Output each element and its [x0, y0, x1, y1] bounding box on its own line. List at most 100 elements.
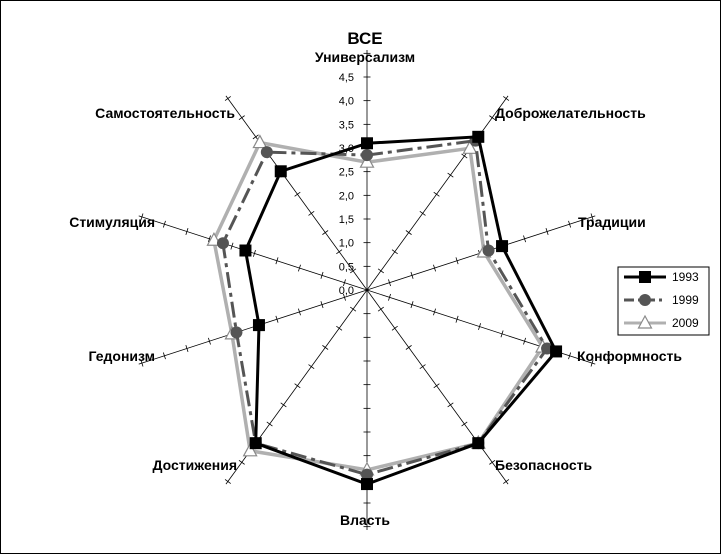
- data-point-1999-самостоятельность: [260, 146, 273, 159]
- data-point-2009-доброжелательность: [462, 140, 478, 154]
- axis-tick: [238, 459, 245, 465]
- axis-tick: [238, 115, 245, 121]
- category-label-0: Универсализм: [315, 49, 415, 65]
- category-label-2: Традиции: [578, 214, 646, 230]
- category-label-8: Стимуляция: [69, 214, 155, 230]
- axis-tick: [447, 172, 454, 178]
- axis-tick: [447, 402, 454, 408]
- axis-tick: [568, 220, 572, 228]
- tick-label: 1,5: [339, 214, 354, 226]
- axis-tick: [294, 191, 301, 197]
- axis-tick: [405, 345, 412, 350]
- axis-tick: [388, 279, 391, 287]
- data-point-1999-власть: [361, 468, 373, 481]
- axis-tick: [433, 191, 440, 197]
- axis-tick: [224, 479, 231, 484]
- axis-tick: [377, 306, 384, 312]
- axis-tick: [185, 228, 189, 235]
- chart-title: ВСЕ: [347, 29, 382, 48]
- axis-tick: [343, 293, 346, 301]
- axis-tick: [336, 325, 343, 331]
- axis-spoke-8: [138, 215, 368, 291]
- legend-marker-2009: [637, 314, 653, 329]
- axis-tick: [322, 345, 329, 350]
- series-line-1993: [243, 135, 558, 486]
- axis-tick: [433, 383, 440, 389]
- category-label-4: Безопасность: [495, 457, 593, 473]
- axis-spoke-9: [225, 95, 368, 291]
- category-label-5: Власть: [340, 512, 390, 528]
- axis-tick: [568, 352, 572, 360]
- category-label-3: Конформность: [577, 348, 682, 364]
- axis-tick: [478, 323, 482, 331]
- data-point-1993-универсализм: [361, 137, 373, 150]
- tick-label: 2,5: [339, 167, 354, 179]
- axis-tick: [455, 257, 459, 265]
- axis-tick: [391, 325, 398, 331]
- axis-tick: [590, 213, 594, 221]
- axis-tick: [523, 235, 527, 243]
- tick-label: 0,5: [339, 261, 354, 273]
- axis-tick: [280, 402, 287, 408]
- legend-marker-1993: [639, 271, 651, 283]
- axis-spoke-1: [366, 95, 509, 291]
- legend-label-1999: 1999: [672, 293, 699, 307]
- tick-label: 2,0: [339, 190, 354, 202]
- axis-tick: [391, 249, 398, 255]
- tick-label: 0,0: [339, 285, 354, 297]
- axis-tick: [207, 235, 211, 243]
- axis-tick: [140, 213, 144, 221]
- tick-label: 4,5: [339, 72, 354, 84]
- data-point-1999-стимуляция: [216, 237, 229, 250]
- axis-tick: [461, 153, 468, 159]
- data-point-1999-традиции: [482, 244, 495, 257]
- data-point-1993-самостоятельность: [274, 165, 287, 178]
- axis-tick: [308, 364, 315, 369]
- axis-tick: [320, 271, 324, 279]
- axis-tick: [298, 308, 301, 316]
- axis-tick: [419, 364, 426, 369]
- axis-tick: [500, 330, 504, 338]
- data-point-1999-конформность: [541, 342, 554, 355]
- data-point-1999-гедонизм: [230, 326, 243, 339]
- axis-tick: [350, 268, 357, 274]
- axis-tick: [162, 352, 166, 360]
- data-point-2009-самостоятельность: [252, 134, 268, 149]
- axis-tick: [503, 96, 510, 101]
- axis-tick: [224, 96, 231, 101]
- axis-tick: [503, 479, 510, 484]
- axis-tick: [410, 271, 414, 279]
- axis-tick: [294, 383, 301, 389]
- axis-tick: [320, 301, 324, 309]
- data-point-1993-достижения: [249, 437, 262, 450]
- axis-tick: [545, 228, 549, 235]
- data-point-1993-власть: [361, 478, 373, 491]
- axis-tick: [461, 421, 468, 427]
- legend-label-1993: 1993: [672, 270, 699, 284]
- tick-label: 3,5: [339, 119, 354, 131]
- axis-tick: [377, 268, 384, 274]
- data-point-2009-достижения: [242, 442, 258, 457]
- axis-spoke-4: [366, 289, 509, 485]
- axis-tick: [275, 257, 279, 265]
- category-label-7: Гедонизм: [89, 348, 155, 364]
- axis-tick: [419, 211, 426, 216]
- axis-tick: [433, 264, 436, 272]
- axis-tick: [410, 301, 414, 309]
- axis-tick: [336, 249, 343, 255]
- axis-tick: [275, 315, 279, 323]
- axis-tick: [343, 279, 346, 287]
- axis-tick: [185, 345, 189, 352]
- axis-tick: [162, 220, 166, 228]
- tick-label: 1,0: [339, 238, 354, 250]
- data-point-1993-стимуляция: [239, 244, 252, 257]
- axis-tick: [455, 315, 459, 323]
- data-point-1993-доброжелательность: [472, 130, 485, 143]
- axis-tick: [322, 230, 329, 235]
- axis-tick: [252, 249, 256, 257]
- legend-marker-1999: [639, 294, 651, 306]
